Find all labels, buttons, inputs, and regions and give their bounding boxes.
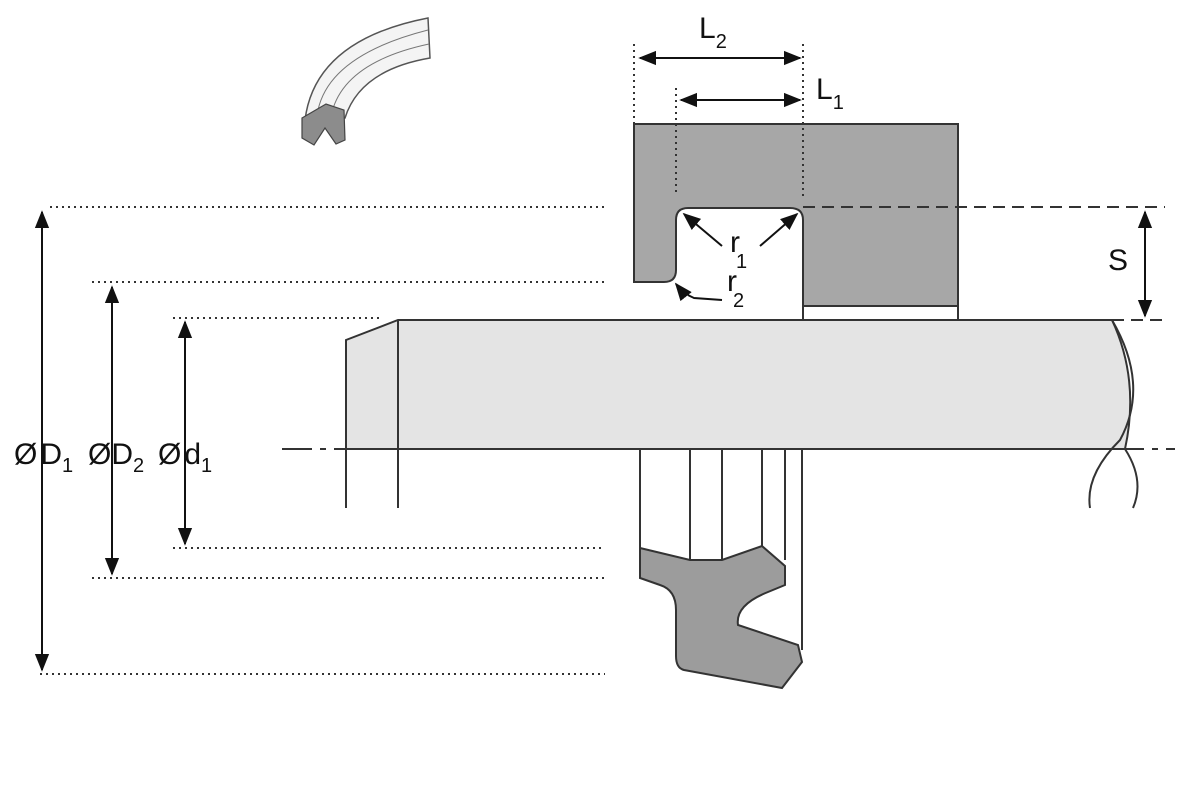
rod-break-lines — [1088, 319, 1139, 509]
seal-profile — [639, 544, 804, 690]
leader-r1-left — [682, 212, 723, 247]
seal-thumbnail-icon — [301, 17, 431, 146]
leader-r1-right — [759, 212, 799, 247]
seal-thumbnail-profile — [301, 103, 346, 146]
label-L2: L2 — [699, 12, 727, 53]
seal-side-lines — [639, 449, 803, 650]
rod — [345, 319, 1132, 450]
rod-chamfer-lines — [345, 320, 399, 508]
label-L1: L1 — [816, 73, 844, 114]
label-S: S — [1108, 244, 1128, 277]
label-D2: ØD2 — [88, 438, 144, 477]
housing-body — [633, 123, 959, 307]
leader-r2 — [674, 282, 723, 302]
housing-lower-edge — [802, 305, 959, 320]
